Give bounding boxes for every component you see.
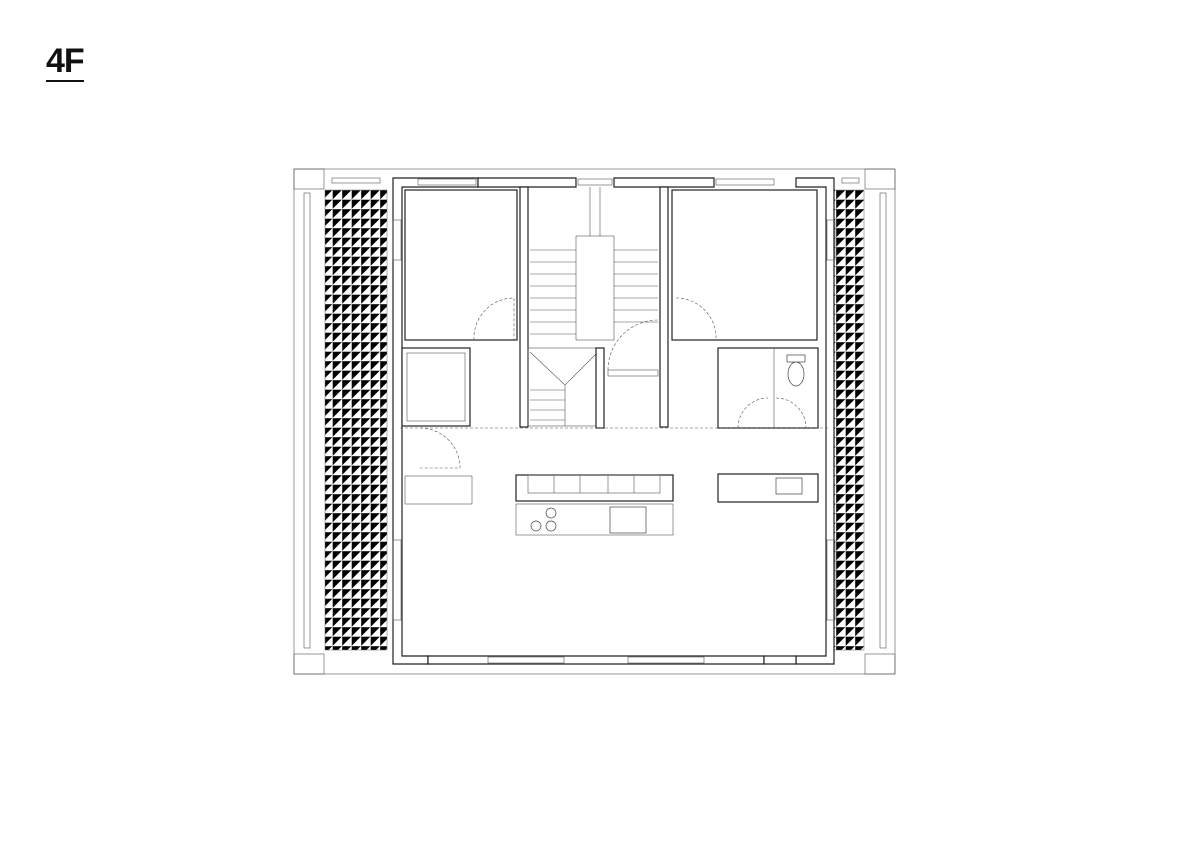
stair-core [519, 186, 669, 429]
counter-right [717, 473, 819, 503]
door-swings [400, 297, 830, 469]
room-right-bedroom [671, 189, 818, 341]
windows [392, 178, 836, 664]
slab-outline [293, 168, 896, 675]
room-left-bedroom [404, 189, 518, 341]
room-bathroom [717, 347, 819, 429]
room-left-storage [401, 347, 471, 427]
balcony-left [293, 168, 388, 675]
kitchen-island [515, 474, 674, 536]
counter-left [404, 475, 473, 505]
floor-label: 4F [46, 42, 85, 82]
balcony-right [833, 168, 896, 675]
exterior-walls [392, 177, 835, 665]
